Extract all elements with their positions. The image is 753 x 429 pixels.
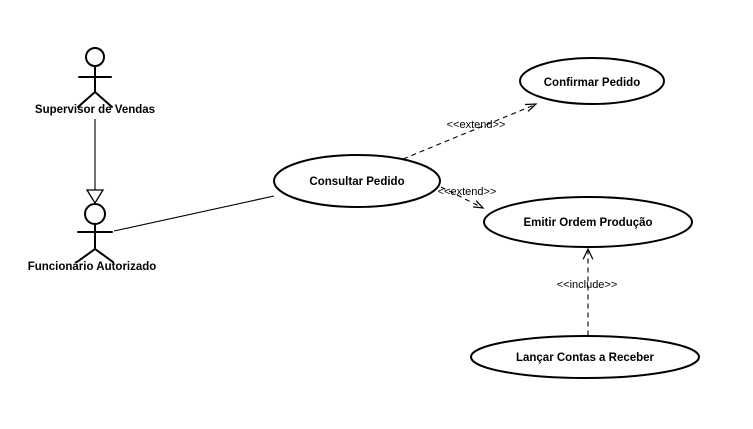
extend-stereotype-label: <<extend>>: [447, 119, 506, 131]
include-stereotype-label: <<include>>: [557, 279, 618, 291]
extend-consultar-to-emitir: <<extend>>: [438, 186, 497, 209]
use-case-ellipse: [273, 154, 441, 208]
actor-right-leg: [94, 248, 114, 263]
arrowhead-icon: [473, 200, 485, 209]
extend-stereotype-label: <<extend>>: [438, 186, 497, 198]
generalization-triangle-icon: [85, 189, 105, 205]
use-case-emitir-label: Emitir Ordem Produção: [523, 217, 652, 229]
actor-right-leg: [94, 91, 113, 108]
arrowhead-icon: [524, 103, 538, 112]
extend-dashed-line: [402, 104, 534, 160]
include-lancar-to-emitir: <<include>>: [557, 247, 618, 336]
actor-funcionario-autorizado: Funcionário Autorizado: [28, 203, 157, 273]
extend-dashed-line: [440, 186, 482, 208]
use-case-confirmar-pedido: Confirmar Pedido: [519, 57, 665, 105]
use-case-confirmar-label: Confirmar Pedido: [544, 77, 640, 89]
use-case-consultar-label: Consultar Pedido: [309, 176, 404, 188]
use-case-consultar-pedido: Consultar Pedido: [273, 154, 441, 208]
use-case-ellipse: [483, 196, 693, 248]
actor-head: [84, 203, 106, 225]
actor-head: [85, 47, 105, 67]
use-case-lancar-label: Lançar Contas a Receber: [516, 352, 655, 364]
generalization-supervisor-to-funcionario: [85, 119, 105, 205]
use-case-lancar-contas-a-receber: Lançar Contas a Receber: [470, 335, 700, 379]
actor-supervisor-de-vendas: Supervisor de Vendas: [35, 47, 155, 116]
actor-supervisor-label: Supervisor de Vendas: [35, 104, 155, 116]
actor-left-leg: [76, 248, 96, 263]
actor-left-leg: [77, 91, 96, 108]
association-funcionario-consultar: [113, 195, 275, 232]
use-case-emitir-ordem-producao: Emitir Ordem Produção: [483, 196, 693, 248]
use-case-ellipse: [470, 335, 700, 379]
actor-funcionario-label: Funcionário Autorizado: [28, 261, 157, 273]
extend-consultar-to-confirmar: <<extend>>: [402, 103, 538, 160]
arrowhead-icon: [582, 247, 594, 260]
use-case-ellipse: [519, 57, 665, 105]
